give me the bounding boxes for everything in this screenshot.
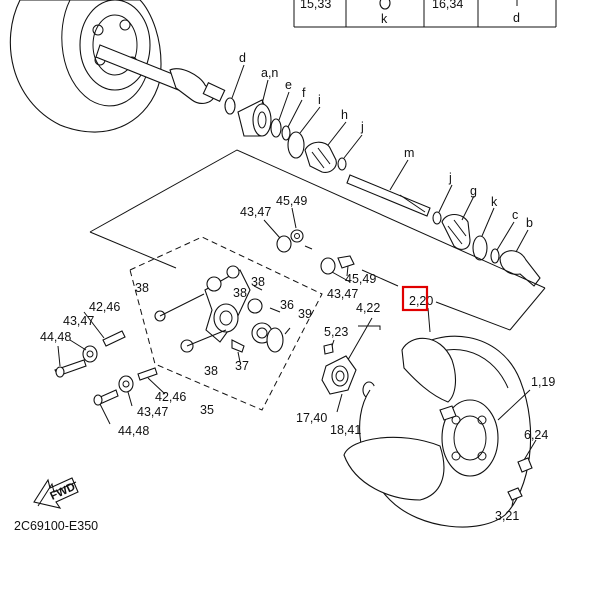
shaft-m <box>346 159 541 287</box>
label-36: 36 <box>280 298 294 312</box>
table-cell-1: 15,33 <box>300 0 331 11</box>
parts-table-fragment: 15,33 k 16,34 d <box>293 0 557 28</box>
label-45-49-b: 45,49 <box>345 272 376 286</box>
label-43-47-b: 43,47 <box>327 287 358 301</box>
ring-e <box>270 118 282 138</box>
label-4-22: 4,22 <box>356 301 380 315</box>
fwd-label: FWD <box>48 481 77 503</box>
label-m: m <box>404 146 414 160</box>
boot-h <box>304 141 337 173</box>
upper-bracket-frame <box>89 149 546 331</box>
table-cell-4: d <box>513 11 520 25</box>
label-38-a: 38 <box>251 275 265 289</box>
joint-b <box>499 250 541 287</box>
ring-icon <box>379 0 391 10</box>
label-38-b: 38 <box>135 281 149 295</box>
left-fasteners <box>54 311 166 425</box>
callout-labels: d a,n e f i h j m j g k c b 43,47 45,49 … <box>40 51 555 523</box>
upper-parts-row <box>224 64 363 173</box>
label-b: b <box>526 216 533 230</box>
label-35: 35 <box>200 403 214 417</box>
label-a-n: a,n <box>261 66 278 80</box>
label-3-21: 3,21 <box>495 509 519 523</box>
label-43-47-c: 43,47 <box>63 314 94 328</box>
bracket-small-parts <box>263 207 355 283</box>
label-h: h <box>341 108 348 122</box>
label-39: 39 <box>298 307 312 321</box>
clip-i <box>287 131 305 159</box>
label-5-23: 5,23 <box>324 325 348 339</box>
label-45-49-a: 45,49 <box>276 194 307 208</box>
fwd-arrow-icon: FWD <box>33 477 79 509</box>
ring-f <box>281 125 291 141</box>
label-42-46-a: 42,46 <box>89 300 120 314</box>
label-17-40: 17,40 <box>296 411 327 425</box>
label-g: g <box>470 184 477 198</box>
table-cell-3: 16,34 <box>432 0 463 11</box>
label-44-48-a: 44,48 <box>40 330 71 344</box>
diagram-code: 2C69100-E350 <box>14 519 98 533</box>
knuckle-dashed-box <box>129 236 323 411</box>
label-6-24: 6,24 <box>524 428 548 442</box>
steering-knuckle <box>154 265 291 363</box>
label-c: c <box>512 208 518 222</box>
label-j1: j <box>360 120 364 134</box>
ring-j1 <box>337 157 347 171</box>
ring-k <box>472 235 488 261</box>
upper-drive-shaft <box>95 44 226 104</box>
label-18-41: 18,41 <box>330 423 361 437</box>
label-43-47-a: 43,47 <box>240 205 271 219</box>
label-42-46-b: 42,46 <box>155 390 186 404</box>
label-43-47-d: 43,47 <box>137 405 168 419</box>
ring-d <box>224 97 236 115</box>
highlight-box <box>401 285 429 312</box>
main-wheel <box>343 307 537 528</box>
label-38-d: 38 <box>204 364 218 378</box>
label-k: k <box>491 195 498 209</box>
label-1-19: 1,19 <box>531 375 555 389</box>
label-d: d <box>239 51 246 65</box>
ring-j2 <box>432 211 442 225</box>
label-2-20: 2,20 <box>409 294 433 308</box>
label-i: i <box>318 93 321 107</box>
label-j2: j <box>448 171 452 185</box>
label-44-48-b: 44,48 <box>118 424 149 438</box>
label-38-c: 38 <box>233 286 247 300</box>
label-e: e <box>285 78 292 92</box>
ring-c <box>490 248 500 264</box>
label-f: f <box>302 86 306 100</box>
label-37: 37 <box>235 359 249 373</box>
table-cell-2: k <box>381 12 388 26</box>
